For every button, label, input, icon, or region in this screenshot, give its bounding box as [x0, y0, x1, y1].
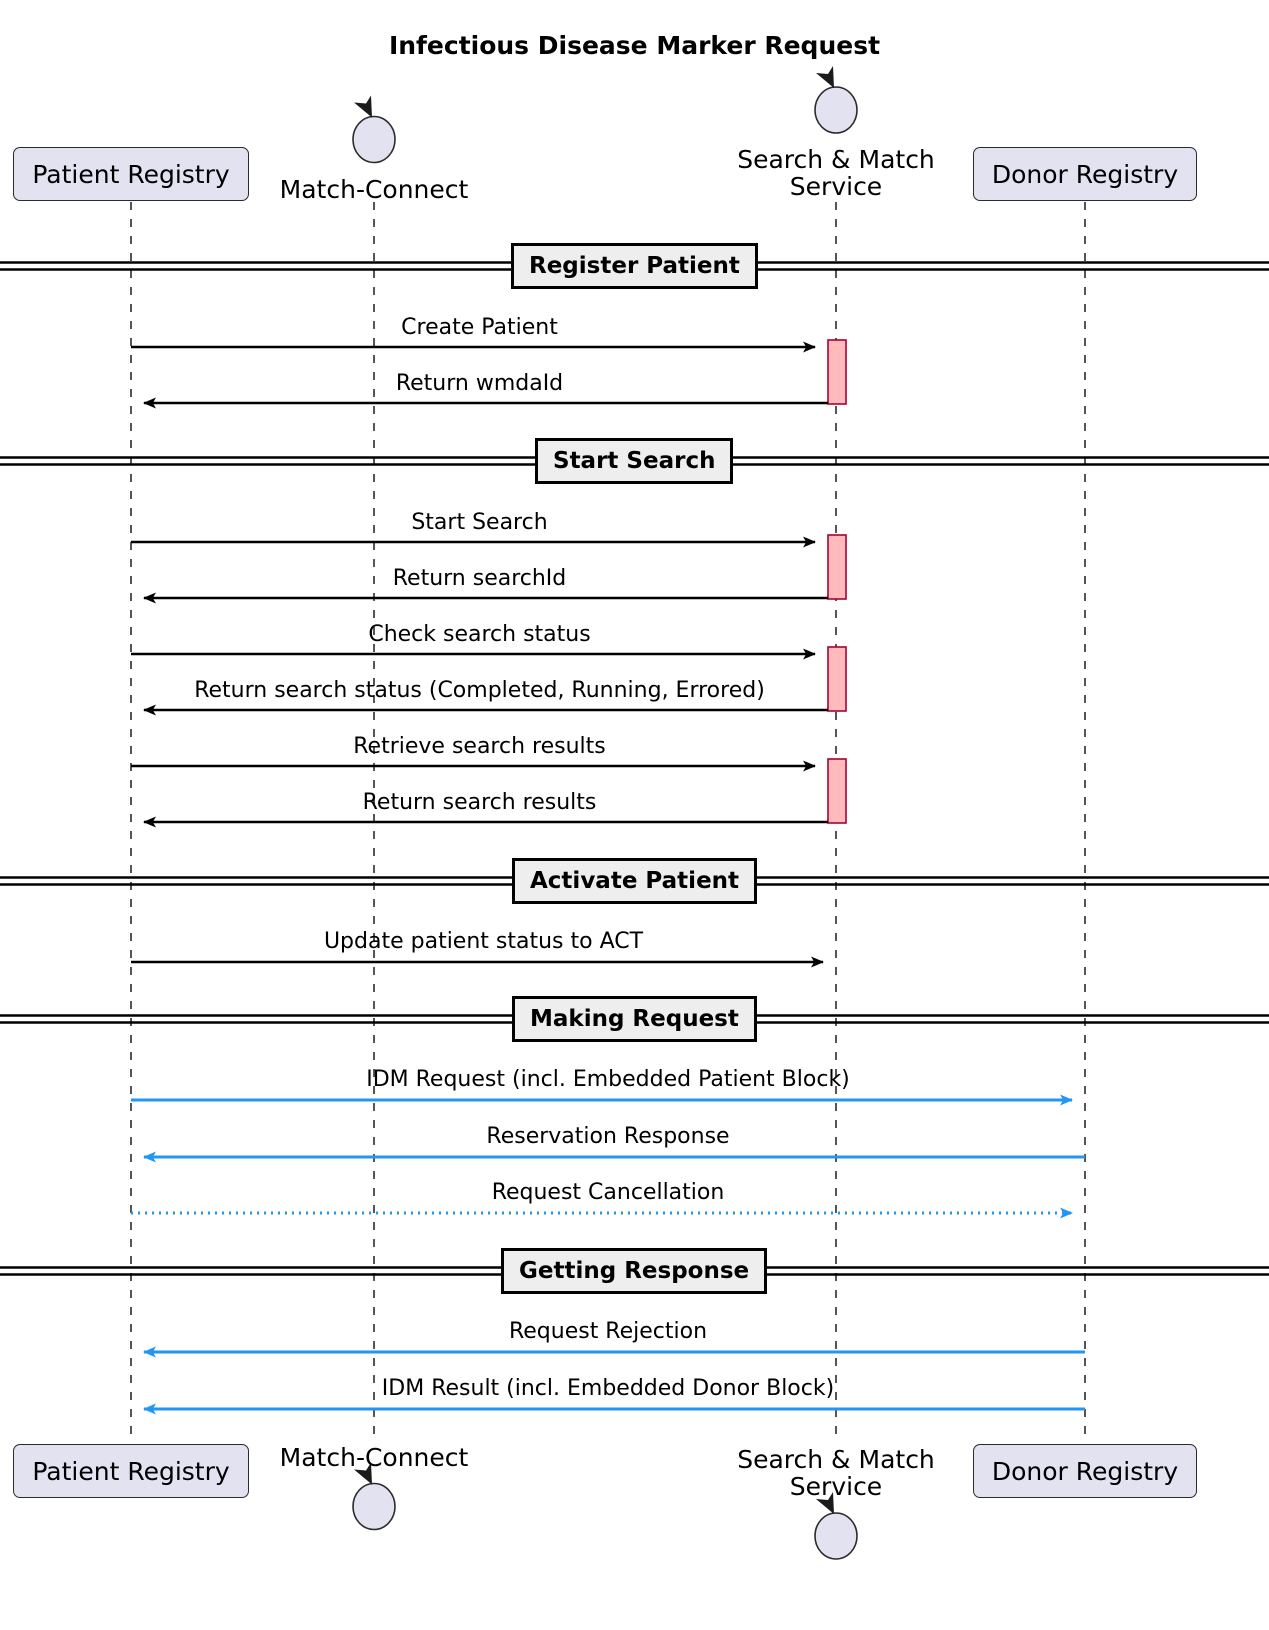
participant-label: Patient Registry [32, 1456, 230, 1486]
activation-create-patient [827, 339, 847, 405]
participant-label: Patient Registry [32, 159, 230, 189]
message-label-return-results: Return search results [362, 790, 597, 815]
control-arrow-glyph [816, 1492, 834, 1514]
control-icon-match-connect-bottom [352, 1462, 396, 1531]
divider-start-search: Start Search [535, 438, 734, 484]
control-arrow-glyph [816, 66, 834, 88]
participant-search-and-match-label-bottom[interactable]: Search & Match Service [737, 1445, 935, 1501]
message-label-start-search-msg: Start Search [411, 510, 548, 535]
control-circle [814, 1512, 858, 1560]
divider-label: Start Search [553, 448, 716, 474]
message-label-idm-result: IDM Result (incl. Embedded Donor Block) [381, 1376, 835, 1401]
divider-register-patient: Register Patient [511, 243, 758, 289]
message-label-create-patient: Create Patient [401, 315, 558, 340]
participant-match-connect-label-top[interactable]: Match-Connect [279, 174, 469, 204]
activation-check-status [827, 646, 847, 712]
message-label-check-search-status: Check search status [368, 622, 591, 647]
diagram-title: Infectious Disease Marker Request [388, 31, 881, 60]
participant-donor-registry-top[interactable]: Donor Registry [972, 147, 1198, 201]
message-label-update-status-act: Update patient status to ACT [323, 929, 644, 954]
message-label-return-wmdaid: Return wmdaId [395, 371, 564, 396]
activation-start-search [827, 534, 847, 600]
control-icon-match-connect-top [352, 95, 396, 164]
divider-getting-response: Getting Response [501, 1248, 768, 1294]
message-label-request-cancellation: Request Cancellation [491, 1180, 725, 1205]
control-icon-search-and-match-bottom [814, 1492, 858, 1560]
control-arrow-glyph [354, 1462, 372, 1485]
participant-match-connect-label-bottom[interactable]: Match-Connect [279, 1442, 469, 1472]
divider-label: Register Patient [529, 253, 740, 279]
control-circle [352, 115, 396, 164]
activation-retrieve [827, 758, 847, 824]
divider-making-request: Making Request [512, 996, 757, 1042]
divider-label: Activate Patient [530, 868, 740, 894]
control-icon-search-and-match-top [814, 66, 858, 134]
message-label-request-rejection: Request Rejection [508, 1319, 708, 1344]
message-label-idm-request: IDM Request (incl. Embedded Patient Bloc… [366, 1067, 850, 1092]
message-label-return-search-status: Return search status (Completed, Running… [194, 678, 765, 703]
message-label-retrieve-results: Retrieve search results [353, 734, 606, 759]
participant-label: Donor Registry [991, 1456, 1179, 1486]
participant-donor-registry-bottom[interactable]: Donor Registry [972, 1444, 1198, 1498]
control-circle [814, 86, 858, 134]
divider-label: Getting Response [519, 1258, 750, 1284]
control-circle [352, 1482, 396, 1531]
divider-label: Making Request [530, 1006, 739, 1032]
participant-label: Donor Registry [991, 159, 1179, 189]
message-label-return-searchid: Return searchId [392, 566, 567, 591]
participant-patient-registry-bottom[interactable]: Patient Registry [13, 1444, 249, 1498]
participant-patient-registry-top[interactable]: Patient Registry [13, 147, 249, 201]
participant-search-and-match-label-top[interactable]: Search & Match Service [737, 145, 935, 201]
divider-activate-patient: Activate Patient [512, 858, 758, 904]
message-label-reservation-response: Reservation Response [486, 1124, 730, 1149]
control-arrow-glyph [354, 95, 372, 118]
